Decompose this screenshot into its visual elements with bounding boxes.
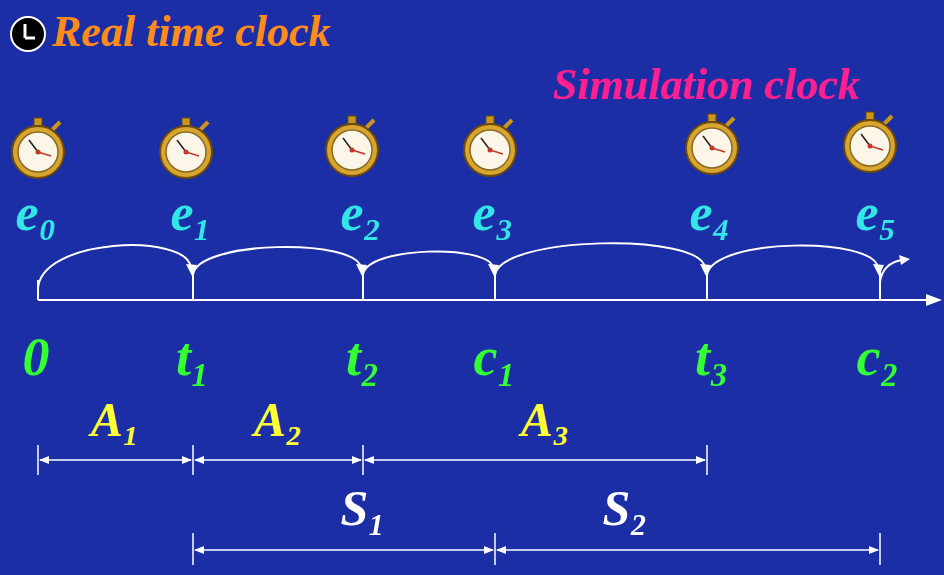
- time-axis: [38, 270, 932, 300]
- event-label: e₅: [855, 187, 896, 239]
- time-label: t₃: [695, 330, 729, 384]
- time-label: t₁: [176, 330, 210, 384]
- dimension-lines: [38, 445, 880, 565]
- axis-arrowhead: [926, 294, 942, 306]
- event-label: e₀: [15, 187, 56, 239]
- arc-arrowheads: [186, 255, 910, 276]
- interval-label: A₂: [254, 396, 303, 444]
- time-label: 0: [23, 330, 50, 384]
- event-label: e₂: [340, 187, 381, 239]
- interval-label: A₁: [91, 396, 140, 444]
- event-label: e₁: [170, 187, 211, 239]
- event-arcs: [38, 243, 902, 290]
- stopwatch-icons: [12, 112, 896, 178]
- interval-label: S₁: [340, 483, 385, 533]
- dimension-arrowheads: [39, 456, 879, 554]
- time-label: t₂: [346, 330, 380, 384]
- heading-label: Simulation clock: [553, 63, 860, 107]
- event-label: e₃: [472, 187, 513, 239]
- clock-icon: [11, 17, 45, 51]
- event-label: e₄: [689, 187, 730, 239]
- interval-label: S₂: [602, 483, 647, 533]
- interval-label: A₃: [521, 396, 570, 444]
- time-label: c₁: [474, 330, 517, 384]
- heading-label: Real time clock: [52, 10, 331, 54]
- time-label: c₂: [857, 330, 900, 384]
